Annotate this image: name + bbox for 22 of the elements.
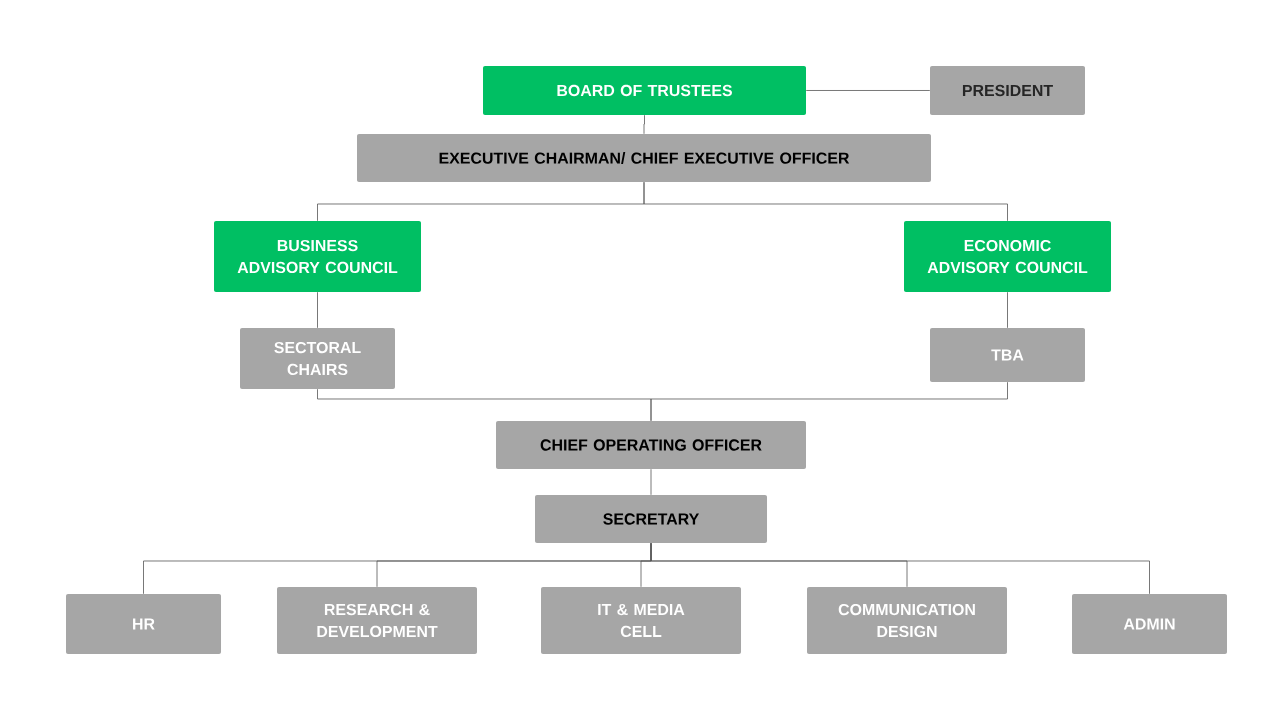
role-box: EXECUTIVE CHAIRMAN/ CHIEF EXECUTIVE OFFICER [357, 134, 931, 182]
role-box: ADMIN [1072, 594, 1227, 654]
role-box: HR [66, 594, 221, 654]
role-box: COMMUNICATION DESIGN [807, 587, 1007, 654]
connector-line [650, 381, 1008, 422]
role-box: TBA [930, 328, 1085, 382]
role-box: RESEARCH & DEVELOPMENT [277, 587, 477, 654]
role-box: SECRETARY [535, 495, 767, 543]
connector-line [650, 542, 1150, 595]
role-box: IT & MEDIA CELL [541, 587, 741, 654]
connector-line [643, 114, 645, 135]
role-box: BUSINESS ADVISORY COUNCIL [214, 221, 421, 292]
role-box: CHIEF OPERATING OFFICER [496, 421, 806, 469]
connector-line [805, 90, 931, 91]
connector-line [317, 291, 318, 329]
role-box: SECTORAL CHAIRS [240, 328, 395, 389]
role-box: ECONOMIC ADVISORY COUNCIL [904, 221, 1111, 292]
role-box: BOARD OF TRUSTEES [483, 66, 806, 115]
connector-line [643, 181, 1008, 222]
connector-line [1007, 291, 1008, 329]
connector-line [650, 468, 652, 496]
role-box: PRESIDENT [930, 66, 1085, 115]
